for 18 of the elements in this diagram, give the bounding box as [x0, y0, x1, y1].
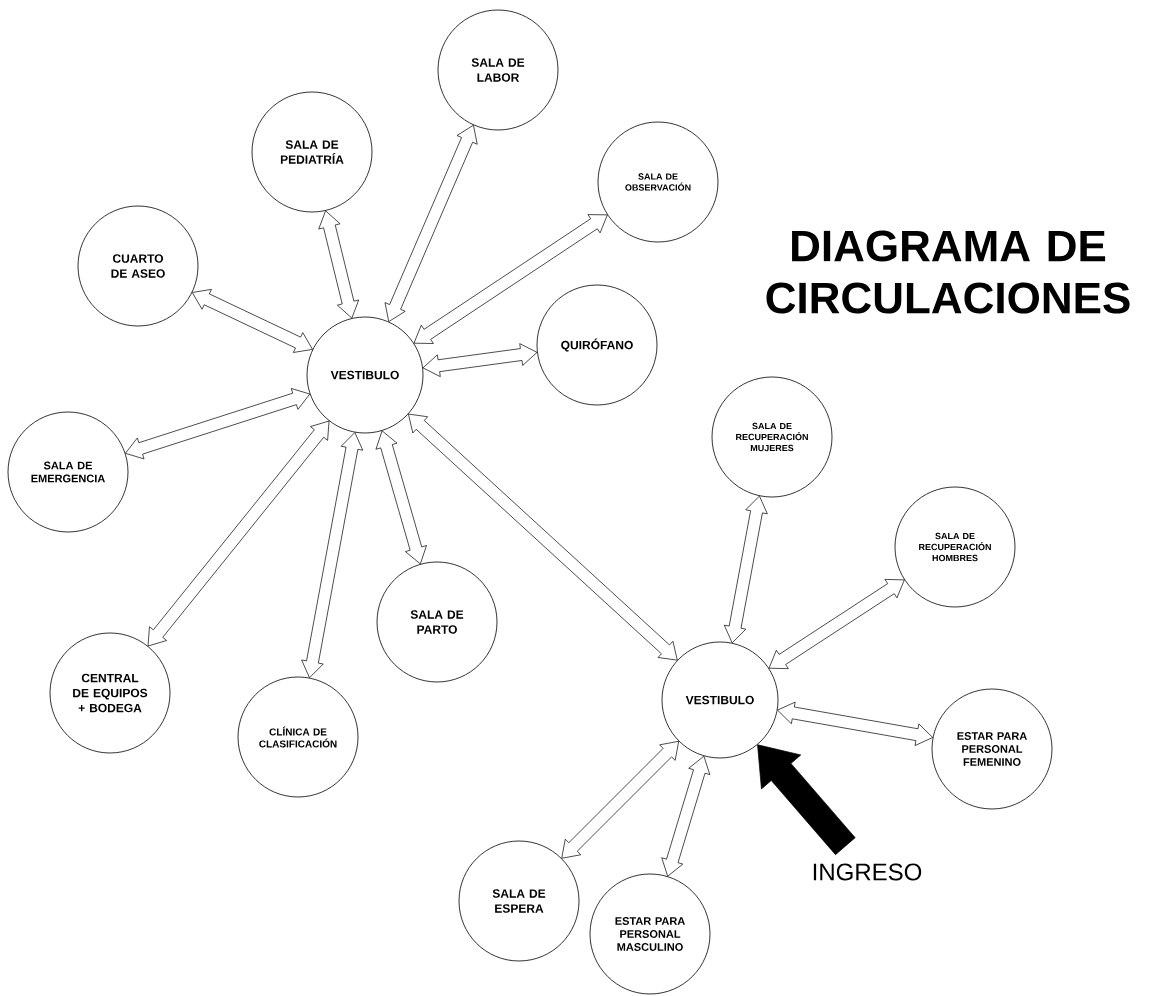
- double-arrow: [661, 755, 711, 877]
- double-arrow: [318, 210, 360, 319]
- double-arrow: [777, 701, 934, 746]
- diagram-title: DIAGRAMA DE CIRCULACIONES: [766, 230, 1130, 314]
- double-arrow: [413, 214, 608, 344]
- double-arrow: [301, 432, 364, 679]
- double-arrow: [147, 420, 330, 647]
- entrance-label: INGRESO: [813, 863, 922, 881]
- double-arrow: [768, 579, 905, 669]
- double-arrow: [561, 740, 680, 859]
- double-arrow: [384, 124, 478, 322]
- double-arrow: [422, 343, 538, 377]
- double-arrow: [723, 495, 768, 644]
- double-arrow: [191, 289, 313, 353]
- double-arrow: [125, 388, 311, 460]
- double-arrow: [408, 413, 678, 661]
- double-arrow: [375, 430, 427, 565]
- entrance-arrow: [757, 744, 856, 855]
